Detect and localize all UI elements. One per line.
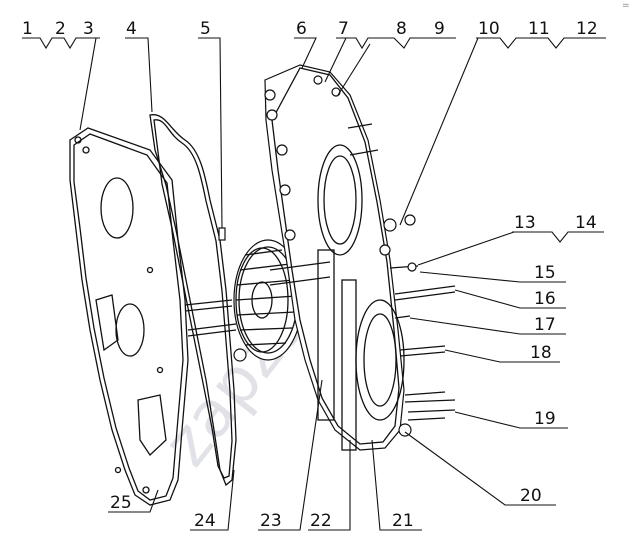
gear-housing [264,64,416,451]
callout-2: 2 [55,19,66,39]
callout-20: 20 [520,486,542,506]
callout-11: 11 [528,19,550,39]
callout-16: 16 [534,289,556,309]
gasket [149,114,237,487]
callout-15: 15 [534,263,556,283]
corner-mark: = [622,1,630,11]
housing-bolts [389,262,456,421]
callout-5: 5 [200,19,211,39]
callout-7: 7 [338,19,349,39]
callout-3: 3 [83,19,94,39]
callout-21: 21 [392,511,414,531]
callout-8: 8 [396,19,407,39]
callout-10: 10 [478,19,500,39]
dowel-pin [218,227,226,241]
gear-bolts [184,299,247,362]
callout-25: 25 [110,493,132,513]
callout-23: 23 [260,511,282,531]
callout-17: 17 [534,315,556,335]
callout-9: 9 [434,19,445,39]
callout-24: 24 [194,511,216,531]
leader-lines [22,37,606,531]
callout-labels: 1 2 3 4 5 6 7 8 9 10 11 12 13 14 15 16 1… [22,19,598,531]
callout-13: 13 [514,213,536,233]
callout-22: 22 [310,511,332,531]
callout-4: 4 [126,19,137,39]
callout-19: 19 [534,409,556,429]
callout-6: 6 [296,19,307,39]
callout-14: 14 [575,213,597,233]
callout-18: 18 [530,343,552,363]
callout-1: 1 [22,19,33,39]
callout-12: 12 [576,19,598,39]
